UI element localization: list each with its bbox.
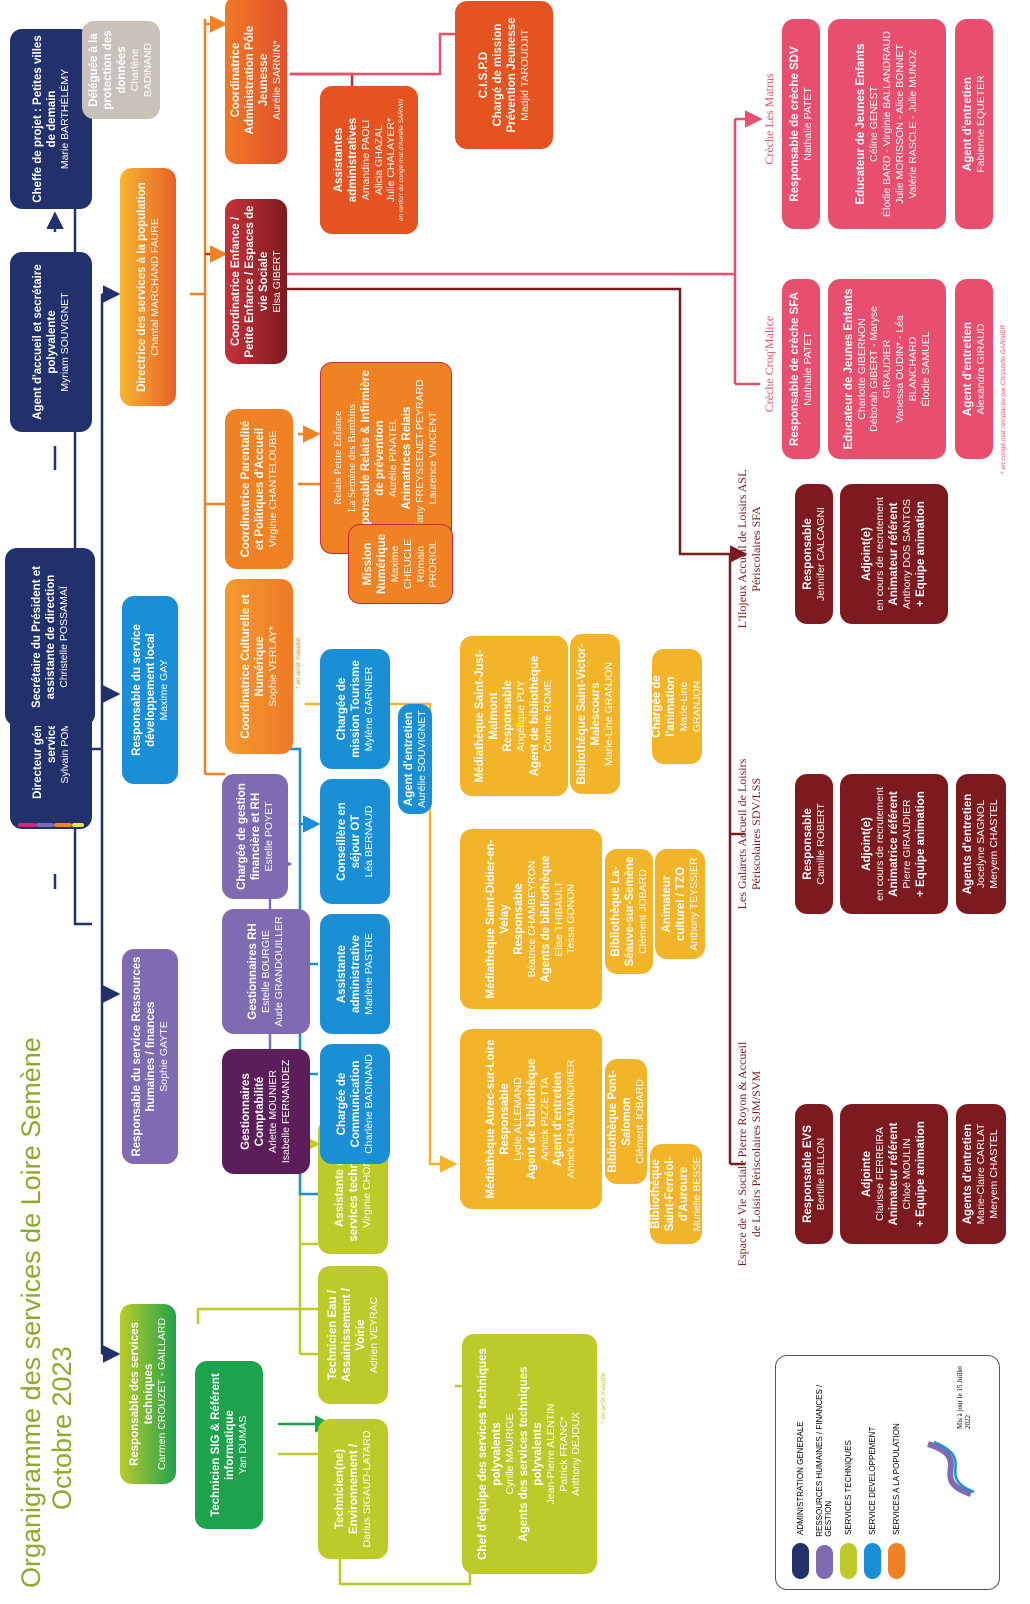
resp-tech-box: Responsable des services techniques Carm… [120,1304,176,1484]
tech-sig-box: Technicien SIG & Référent informatique Y… [195,1361,263,1529]
charge-gestion-box: Chargée de gestion financière et RH Este… [222,774,288,899]
bib-pont-box: Bibliothèque Pont-Salomon Clément JOBARD [605,1059,647,1184]
bib-svm-box: Bibliothèque Saint-Victor-Malescours Mar… [570,634,620,794]
coord-enfance-box: Coordinatrice Enfance / Petite Enfance /… [225,199,287,364]
agent-entretien-ot-box: Agent d'entretien Aurélie SOUVIGNET [398,704,432,814]
evs-title: Espace de Vie Sociale Pierre Royon & Acc… [735,1041,764,1267]
creche-sfa-title: Crèche Croq'Malice [762,315,776,413]
gest-compta-box: Gestionnaires Comptabilité Arlette MOUNI… [222,1049,310,1174]
tech-env-box: Technicien(ne) Environnement / Darius SI… [318,1419,388,1559]
bib-seauve-box: Bibliothèque La-Séauve-sur-Semène Clémen… [605,849,653,974]
gest-rh-box: Gestionnaires RH Estelle BOURGIE Aude GR… [222,909,310,1034]
chef-equipe-box: Chef d'équipe des services techniques po… [462,1334,597,1574]
resp-dev-box: Responsable du service développement loc… [122,596,178,784]
ilojeux-title: L'Ilojeux Accueil de Loisirs ASL Périsco… [735,469,764,629]
tech-eau-box: Technicien Eau / Assainissement / Voirie… [318,1266,388,1404]
logo-icon [927,1440,975,1497]
coord-culture-box: Coordinatrice Culturelle et Numérique So… [225,579,293,754]
note-maladie-tech: * en arrêt maladie [600,1372,607,1424]
coord-parent-box: Coordinatrice Parentalité et Politiques … [225,409,293,569]
deleguee-box: Déléguée à la protection des données Cha… [82,21,160,119]
galarets-staff-box: Adjoint(e)en cours de recrutement Animat… [840,774,948,914]
note-conge: * en congé mat remplacée par Chrystelle … [1000,324,1007,474]
mission-numerique-box: Mission Numérique Maxime CHEUCLE Romain … [348,524,453,604]
med-aurec-box: Médiathèque Aurec-sur-Loire Responsable … [460,1029,602,1209]
charge-tourisme-box: Chargée de mission Tourisme Mylène GARNI… [320,649,390,769]
legend-swatch [887,1543,905,1579]
legend-swatch [815,1544,833,1579]
legend-item-dev: SERVICE DEVELOPPEMENT [862,1427,882,1579]
conseillere-ot-box: Conseillère en séjour OT Léa BERNAUD [320,779,390,904]
cheffe-projet-box: Cheffe de projet : Petites villes de dem… [10,29,92,209]
legend-swatch [863,1543,881,1579]
legend-item-tech: SERVICES TECHNIQUES [838,1440,858,1579]
legend-swatch [839,1543,857,1579]
assistante-admin-box: Assistante administrative Marlène PASTRE [320,914,390,1034]
resp-rh-box: Responsable du service Ressources humain… [122,949,178,1164]
legend: ADMINISTRATION GENERALE RESSOURCES HUMAI… [775,1355,1000,1590]
med-sdv-box: Médiathèque Saint-Didier-en-Velay Respon… [460,829,602,1009]
anim-culturel-box: Animateur culturel / TZO Anthony TEYSSIE… [655,849,705,959]
charge-comm-box: Chargée de Communication Charlène BADINA… [320,1044,390,1164]
legend-update: Mis à jour le 15 Juillet 2022 [956,1365,972,1429]
bib-sfa-box: Bibliothèque Saint-Ferréol-d'Auroure Mur… [650,1144,702,1244]
cispd-box: C.I.S.P.D Chargé de mission Prévention J… [455,1,553,149]
legend-item-rh: RESSOURCES HUMAINES / FINANCES / GESTION [814,1356,834,1579]
ilojeux-staff-box: Adjoint(e)en cours de recrutement Animat… [840,484,948,624]
legend-swatch [791,1543,809,1579]
creche-sdv-title: Crèche Les Matrus [762,73,776,165]
directrice-pop-box: Directrice des services à la population … [120,168,176,406]
legend-item-admin: ADMINISTRATION GENERALE [790,1421,810,1579]
galarets-title: Les Galarets Accueil de Loisirs Périscol… [735,758,764,910]
secretaire-box: Secrétaire du Président et assistante de… [5,548,95,726]
agent-accueil-box: Agent d'accueil et secrétaire polyvalent… [10,252,92,432]
legend-item-pop: SERVICES A LA POPULATION [886,1423,906,1579]
med-sjm-box: Médiathèque Saint-Just-Malmont Responsab… [460,636,568,796]
page-title: Organigramme des services de Loire Semèn… [16,1037,78,1588]
assistantes-admin-box: Assistantes administratives Amandine PAO… [320,86,418,234]
chargee-anim-box: Chargée de l'animation Marie-Line GRANJO… [652,649,702,764]
note-maladie-culture: * en arrêt maladie [295,637,302,689]
coord-admin-box: Coordinatrice Administration Pôle Jeunes… [225,0,287,164]
